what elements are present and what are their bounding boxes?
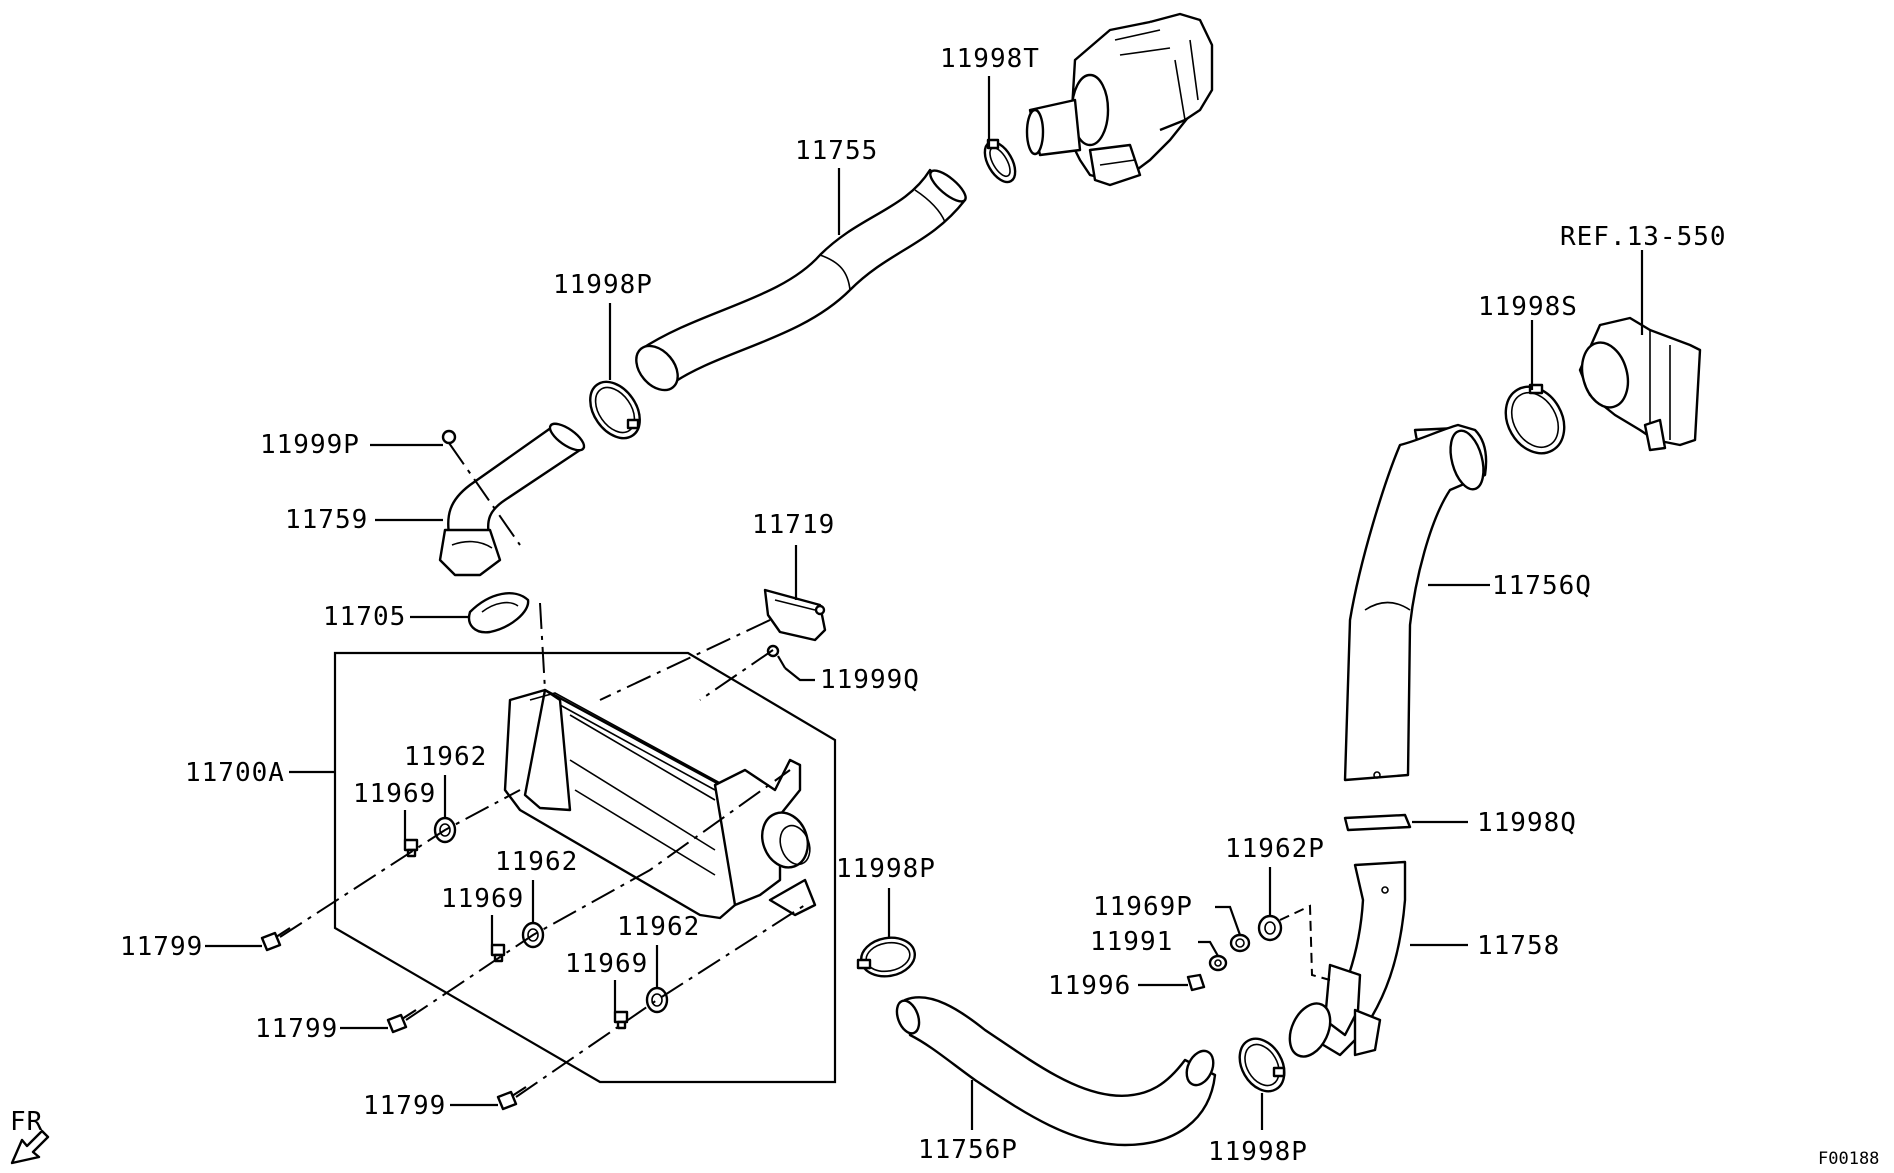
washer-11991 (1208, 954, 1228, 972)
label-11998P-right: 11998P (1208, 1137, 1308, 1167)
hose-clamp-11998P-right (1238, 1037, 1286, 1093)
label-11758: 11758 (1477, 931, 1560, 961)
leader-lines (205, 76, 1644, 1130)
label-11705: 11705 (323, 602, 406, 632)
hose-11755 (635, 168, 967, 392)
label-11756Q: 11756Q (1492, 571, 1592, 601)
pipe-11758 (1288, 860, 1407, 1058)
label-11998Q: 11998Q (1477, 808, 1577, 838)
label-11999Q: 11999Q (820, 665, 920, 695)
label-11759: 11759 (285, 505, 368, 535)
hose-clamp-11998P-upper (589, 380, 641, 440)
bushing-11962-c (645, 986, 669, 1014)
throttle-body-reference (1578, 316, 1702, 452)
label-11998S: 11998S (1478, 292, 1578, 322)
assembly-outline-11700A (333, 651, 837, 1084)
label-11719: 11719 (752, 510, 835, 540)
label-11799-a: 11799 (120, 932, 203, 962)
pipe-11759 (438, 422, 586, 577)
hose-11756P (895, 996, 1217, 1147)
label-11969-a: 11969 (353, 779, 436, 809)
front-direction-arrow-icon (10, 1129, 50, 1165)
label-11996: 11996 (1048, 971, 1131, 1001)
label-11962P: 11962P (1225, 834, 1325, 864)
label-ref-13-550: REF.13-550 (1560, 222, 1727, 252)
label-11998P-upper: 11998P (553, 270, 653, 300)
label-11700A: 11700A (185, 758, 285, 788)
gasket-11705 (467, 592, 530, 634)
hose-clamp-11998P-left (856, 936, 916, 978)
bolt-11799-a (260, 927, 291, 952)
bolt-11799-c (496, 1086, 527, 1111)
hose-clamp-11998T (983, 138, 1017, 184)
collar-11969-c (613, 1010, 629, 1030)
label-11998T: 11998T (940, 44, 1040, 74)
bolt-11799-b (386, 1009, 417, 1034)
label-11962-b: 11962 (495, 847, 578, 877)
nut-11996 (1186, 973, 1206, 992)
collar-11969P (1229, 933, 1251, 953)
bracket-11719 (763, 588, 827, 642)
label-11991: 11991 (1090, 927, 1173, 957)
label-11799-c: 11799 (363, 1091, 446, 1121)
bushing-11962P (1257, 914, 1283, 942)
label-11998P-left: 11998P (836, 854, 936, 884)
hose-11756Q (1343, 423, 1488, 782)
label-11969-c: 11969 (565, 949, 648, 979)
hose-clamp-11998Q (1343, 813, 1412, 832)
bolt-11999Q (766, 644, 786, 669)
turbocharger-illustration (1025, 12, 1214, 187)
label-11755: 11755 (795, 136, 878, 166)
label-11756P: 11756P (918, 1135, 1018, 1165)
label-11962-c: 11962 (617, 912, 700, 942)
figure-code: F00188 (1818, 1149, 1879, 1169)
label-11969-b: 11969 (441, 884, 524, 914)
label-11999P: 11999P (260, 430, 360, 460)
label-11962-a: 11962 (404, 742, 487, 772)
label-11969P: 11969P (1093, 892, 1193, 922)
label-11799-b: 11799 (255, 1014, 338, 1044)
hose-clamp-11998S (1504, 383, 1566, 455)
intercooler-11700A (503, 688, 817, 920)
label-front: FR (10, 1107, 43, 1137)
